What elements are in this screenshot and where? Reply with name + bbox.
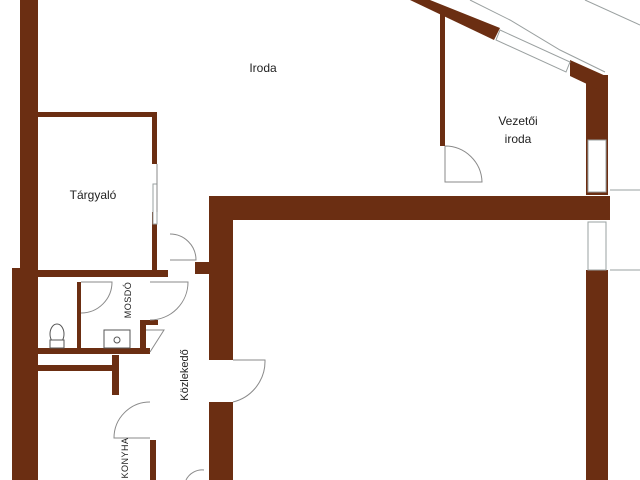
- wall-right-outer-bottom: [586, 270, 608, 480]
- door-bottom: [185, 469, 205, 480]
- wall-wc-divider: [77, 282, 81, 350]
- windows: [152, 29, 607, 271]
- wall-kitchen-pier: [112, 355, 119, 395]
- wall-mosdo-right: [140, 320, 146, 352]
- wall-targyalo-bottom: [38, 270, 168, 277]
- label-iroda: Iroda: [249, 61, 277, 75]
- exterior-outline: [469, 0, 640, 271]
- door-corridor-upper: [169, 233, 197, 261]
- label-vezetoi-line1: Vezetői: [498, 114, 537, 128]
- sink-drain-icon: [113, 336, 121, 344]
- label-targyalo: Tárgyaló: [70, 188, 117, 202]
- toilet-tank-icon: [49, 339, 65, 349]
- doors: [80, 145, 483, 480]
- door-mosdo-small: [146, 329, 165, 353]
- label-vezetoi-line2: iroda: [505, 132, 532, 146]
- wall-kitchen-top: [38, 365, 116, 371]
- label-mosdo: MOSDÓ: [123, 282, 133, 319]
- window-targyalo: [152, 183, 158, 225]
- room-labels: Iroda Vezetői iroda Tárgyaló MOSDÓ Közle…: [70, 61, 538, 479]
- window-top-slanted: [495, 29, 571, 73]
- door-vezetoi: [444, 145, 483, 183]
- fixtures: [49, 323, 131, 349]
- door-big-room: [232, 359, 266, 403]
- wall-mosdo-top: [140, 320, 158, 325]
- wall-kitchen-right: [150, 440, 156, 480]
- door-wc: [80, 281, 113, 314]
- wall-targyalo-right-top: [152, 112, 157, 164]
- wall-big-room-left-bottom: [209, 402, 233, 480]
- wall-main-horizontal: [209, 196, 610, 220]
- wall-corridor-stub: [195, 262, 209, 274]
- label-konyha: KONYHA: [120, 437, 130, 478]
- wall-targyalo-top: [38, 112, 157, 117]
- wall-left-outer-top: [20, 0, 38, 268]
- wall-left-outer-bottom: [12, 268, 38, 480]
- label-kozlekedo: Közlekedő: [179, 349, 191, 400]
- wall-slanted-top-left: [410, 0, 500, 40]
- door-kitchen: [113, 401, 151, 439]
- wall-wc-partition: [38, 348, 150, 354]
- wall-vezetoi-partition: [440, 14, 445, 146]
- door-mosdo: [149, 281, 189, 321]
- wall-targyalo-right-bottom: [152, 212, 157, 274]
- window-right-lower: [587, 221, 607, 271]
- window-right-upper: [587, 139, 607, 193]
- wall-big-room-left-top: [209, 196, 233, 360]
- walls: [12, 0, 610, 480]
- wall-slanted-top-right: [570, 60, 608, 94]
